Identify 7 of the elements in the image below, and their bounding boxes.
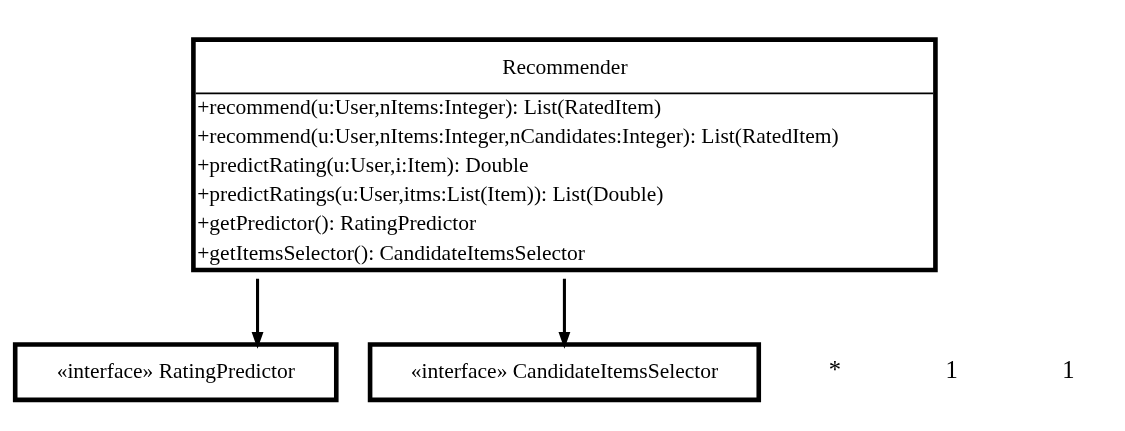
arrow bbox=[251, 278, 264, 349]
label: * bbox=[828, 356, 841, 384]
label: 1 bbox=[945, 356, 958, 384]
node-box: «interface» RatingPredictor bbox=[12, 342, 339, 403]
node-box: «interface» CandidateItemsSelector bbox=[367, 342, 762, 403]
label: 1 bbox=[1062, 356, 1075, 384]
arrow bbox=[558, 278, 571, 349]
